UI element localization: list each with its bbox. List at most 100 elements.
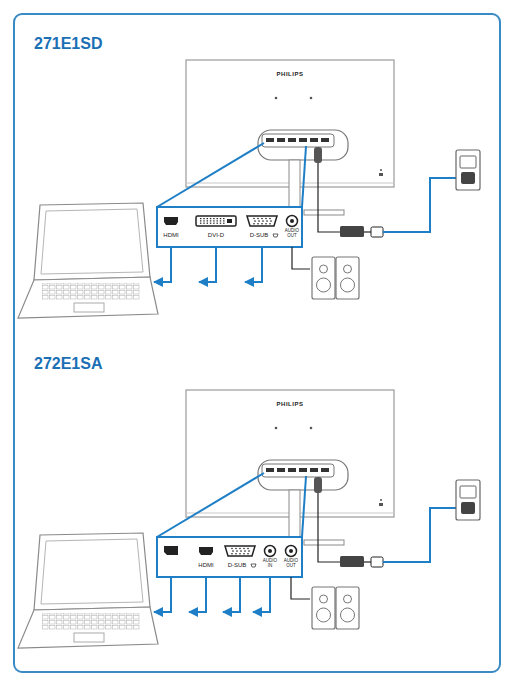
laptop-base	[18, 607, 158, 648]
rear-port	[288, 138, 296, 142]
power-plug	[371, 227, 383, 237]
speaker-cable	[291, 577, 310, 599]
signal-arrow	[253, 577, 270, 612]
dvi-pin	[213, 223, 214, 224]
dvi-pin	[217, 218, 218, 219]
callout-leader	[302, 146, 306, 207]
monitor-section	[18, 60, 480, 318]
displayport-icon	[164, 546, 178, 555]
signal-arrow	[199, 247, 216, 282]
power-inlet	[314, 147, 322, 163]
outlet-socket	[460, 486, 476, 498]
vga-pin	[235, 548, 237, 550]
speaker-cable	[292, 247, 310, 269]
audio-jack-icon	[286, 546, 297, 557]
dvi-pin	[220, 223, 221, 224]
laptop-keyboard	[42, 613, 140, 630]
mount-hole	[310, 427, 313, 430]
dvi-pin	[207, 223, 208, 224]
vga-pin	[243, 553, 245, 555]
vga-pin	[253, 218, 255, 220]
power-inlet	[314, 477, 322, 493]
mount-hole	[275, 427, 278, 430]
vga-pin	[258, 220, 260, 222]
vga-pin	[235, 553, 237, 555]
dvi-pin	[207, 218, 208, 219]
port-label: AUDIO OUT	[283, 229, 301, 238]
rear-port	[277, 138, 285, 142]
vga-pin	[239, 553, 241, 555]
rear-port	[310, 468, 318, 472]
lock-dot	[380, 169, 382, 171]
vga-pin	[266, 220, 268, 222]
callout-leader	[157, 473, 264, 537]
power-cord	[318, 493, 340, 562]
laptop-lid	[34, 533, 150, 610]
rear-port	[266, 468, 274, 472]
port-label: AUDIO OUT	[282, 559, 300, 568]
vga-pin	[232, 550, 234, 552]
dvi-pin	[223, 220, 224, 221]
wall-outlet	[456, 480, 480, 520]
port-label: HDMI	[198, 562, 213, 568]
model-heading: 272E1SA	[34, 356, 103, 373]
power-cord	[364, 561, 371, 562]
vga-pin	[261, 223, 263, 225]
audio-jack-hole	[289, 549, 293, 553]
speaker	[336, 257, 359, 299]
outlet-socket	[460, 156, 476, 168]
port-label: D-SUB	[250, 232, 269, 238]
dvi-port-icon	[196, 216, 236, 226]
brand-logo: PHILIPS	[277, 401, 304, 407]
stand-foot	[304, 210, 344, 215]
power-adapter	[340, 556, 364, 567]
dvi-pin	[203, 218, 204, 219]
vga-port-icon	[225, 546, 255, 556]
speaker-tweeter	[344, 595, 352, 603]
speaker-tweeter	[344, 265, 352, 273]
speaker-woofer	[341, 278, 355, 292]
vga-pin	[265, 218, 267, 220]
outer-frame	[14, 14, 500, 672]
vga-mini-symbol	[273, 234, 278, 237]
vga-pin	[270, 220, 272, 222]
power-wire	[383, 508, 461, 562]
dvi-pin	[210, 218, 211, 219]
rear-port	[310, 138, 318, 142]
hdmi-port-icon	[164, 217, 178, 225]
vga-mini-symbol	[251, 564, 256, 567]
stand-attachment	[258, 130, 348, 160]
vga-pin	[231, 553, 233, 555]
signal-arrow	[245, 247, 262, 282]
callout-leader	[157, 143, 264, 207]
vga-pin	[231, 548, 233, 550]
rear-port	[288, 468, 296, 472]
signal-arrow	[223, 577, 240, 612]
speaker	[336, 587, 359, 629]
rear-port	[277, 468, 285, 472]
port-callout-panel	[157, 537, 302, 577]
audio-jack-hole	[290, 219, 294, 223]
brand-logo: PHILIPS	[277, 71, 304, 77]
speaker-tweeter	[320, 265, 328, 273]
rear-port	[299, 138, 307, 142]
speaker-tweeter	[320, 595, 328, 603]
mount-hole	[275, 97, 278, 100]
vga-pin	[239, 548, 241, 550]
dvi-pin	[200, 218, 201, 219]
vga-pin	[253, 223, 255, 225]
rear-port	[321, 138, 329, 142]
vga-pin	[247, 548, 249, 550]
signal-arrow	[154, 577, 171, 612]
lock-slot	[379, 173, 383, 176]
lock-dot	[380, 499, 382, 501]
vga-pin	[257, 218, 259, 220]
speaker	[312, 257, 335, 299]
speaker-woofer	[317, 608, 331, 622]
power-plug	[371, 557, 383, 567]
speaker-woofer	[317, 278, 331, 292]
mount-hole	[310, 97, 313, 100]
dvi-pin	[207, 220, 208, 221]
